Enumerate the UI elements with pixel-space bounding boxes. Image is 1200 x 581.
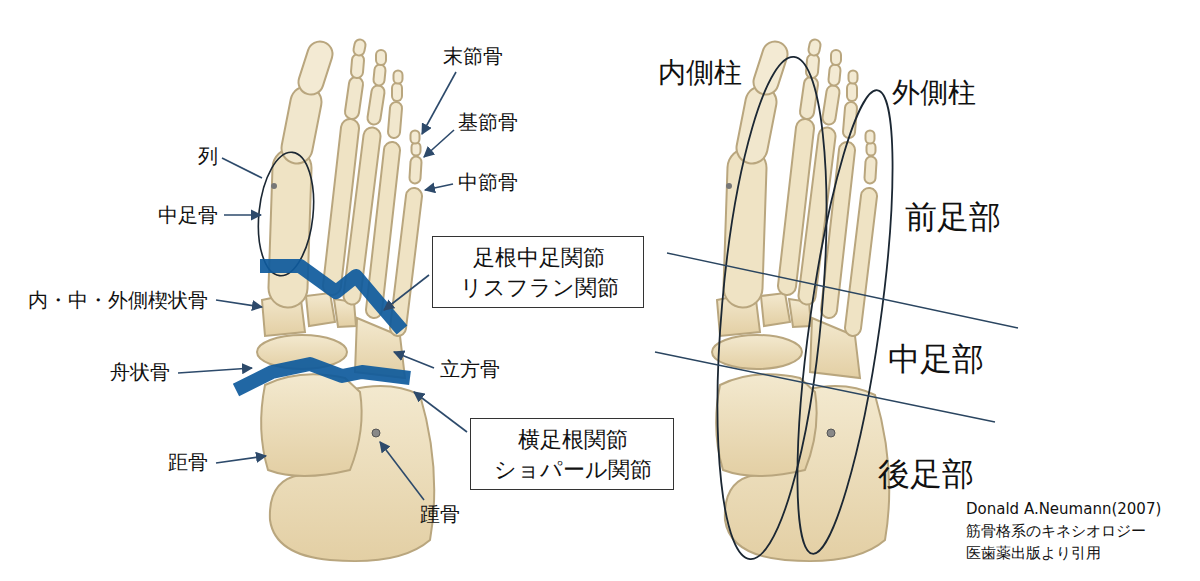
bone-label: 立方骨: [440, 357, 500, 381]
leader-arrow: [425, 184, 453, 190]
bone-label: 末節骨: [443, 44, 503, 68]
leader-arrow: [178, 368, 252, 373]
citation-text: 筋骨格系のキネシオロジー: [966, 522, 1146, 540]
citation-text: 医歯薬出版より引用: [966, 544, 1101, 562]
joint-box: 横足根関節 ショパール関節: [470, 418, 674, 490]
medial-column-outline: [700, 53, 844, 564]
lisfranc-band: [260, 266, 402, 330]
bone-label: 舟状骨: [110, 360, 170, 384]
foot-skeleton: [712, 45, 889, 561]
bone-label: 列: [198, 144, 218, 168]
leader-arrow: [216, 456, 266, 463]
leader-line: [222, 158, 262, 178]
joint-box: 足根中足関節 リスフラン関節: [432, 236, 644, 308]
bone-label: 内・中・外側楔状骨: [28, 288, 208, 312]
foot-skeleton: [257, 45, 434, 561]
joint-name: 横足根関節 ショパール関節: [482, 425, 664, 484]
leader-arrow: [216, 300, 262, 307]
region-label: 内側柱: [658, 56, 742, 90]
region-label: 前足部: [905, 198, 1001, 236]
region-label: 外側柱: [892, 76, 976, 110]
leader-arrow: [424, 130, 454, 157]
bone-label: 踵骨: [420, 502, 460, 526]
leader-lines: [178, 72, 467, 500]
leader-arrow: [224, 214, 261, 216]
citation-text: Donald A.Neumann(2007): [966, 500, 1161, 518]
region-label: 後足部: [878, 455, 974, 493]
leader-arrow: [394, 352, 434, 368]
leader-arrow: [384, 275, 429, 310]
chopart-band: [236, 364, 410, 390]
bone-label: 基節骨: [458, 110, 518, 134]
bone-label: 中足骨: [158, 203, 218, 227]
leader-arrow: [414, 392, 467, 432]
leader-arrow: [422, 72, 456, 134]
bone-label: 中節骨: [458, 170, 518, 194]
bone-label: 距骨: [168, 450, 208, 474]
leader-arrow: [380, 442, 424, 500]
region-label: 中足部: [888, 340, 984, 378]
region-line: [667, 253, 1018, 328]
joint-name: 足根中足関節 リスフラン関節: [444, 243, 634, 302]
